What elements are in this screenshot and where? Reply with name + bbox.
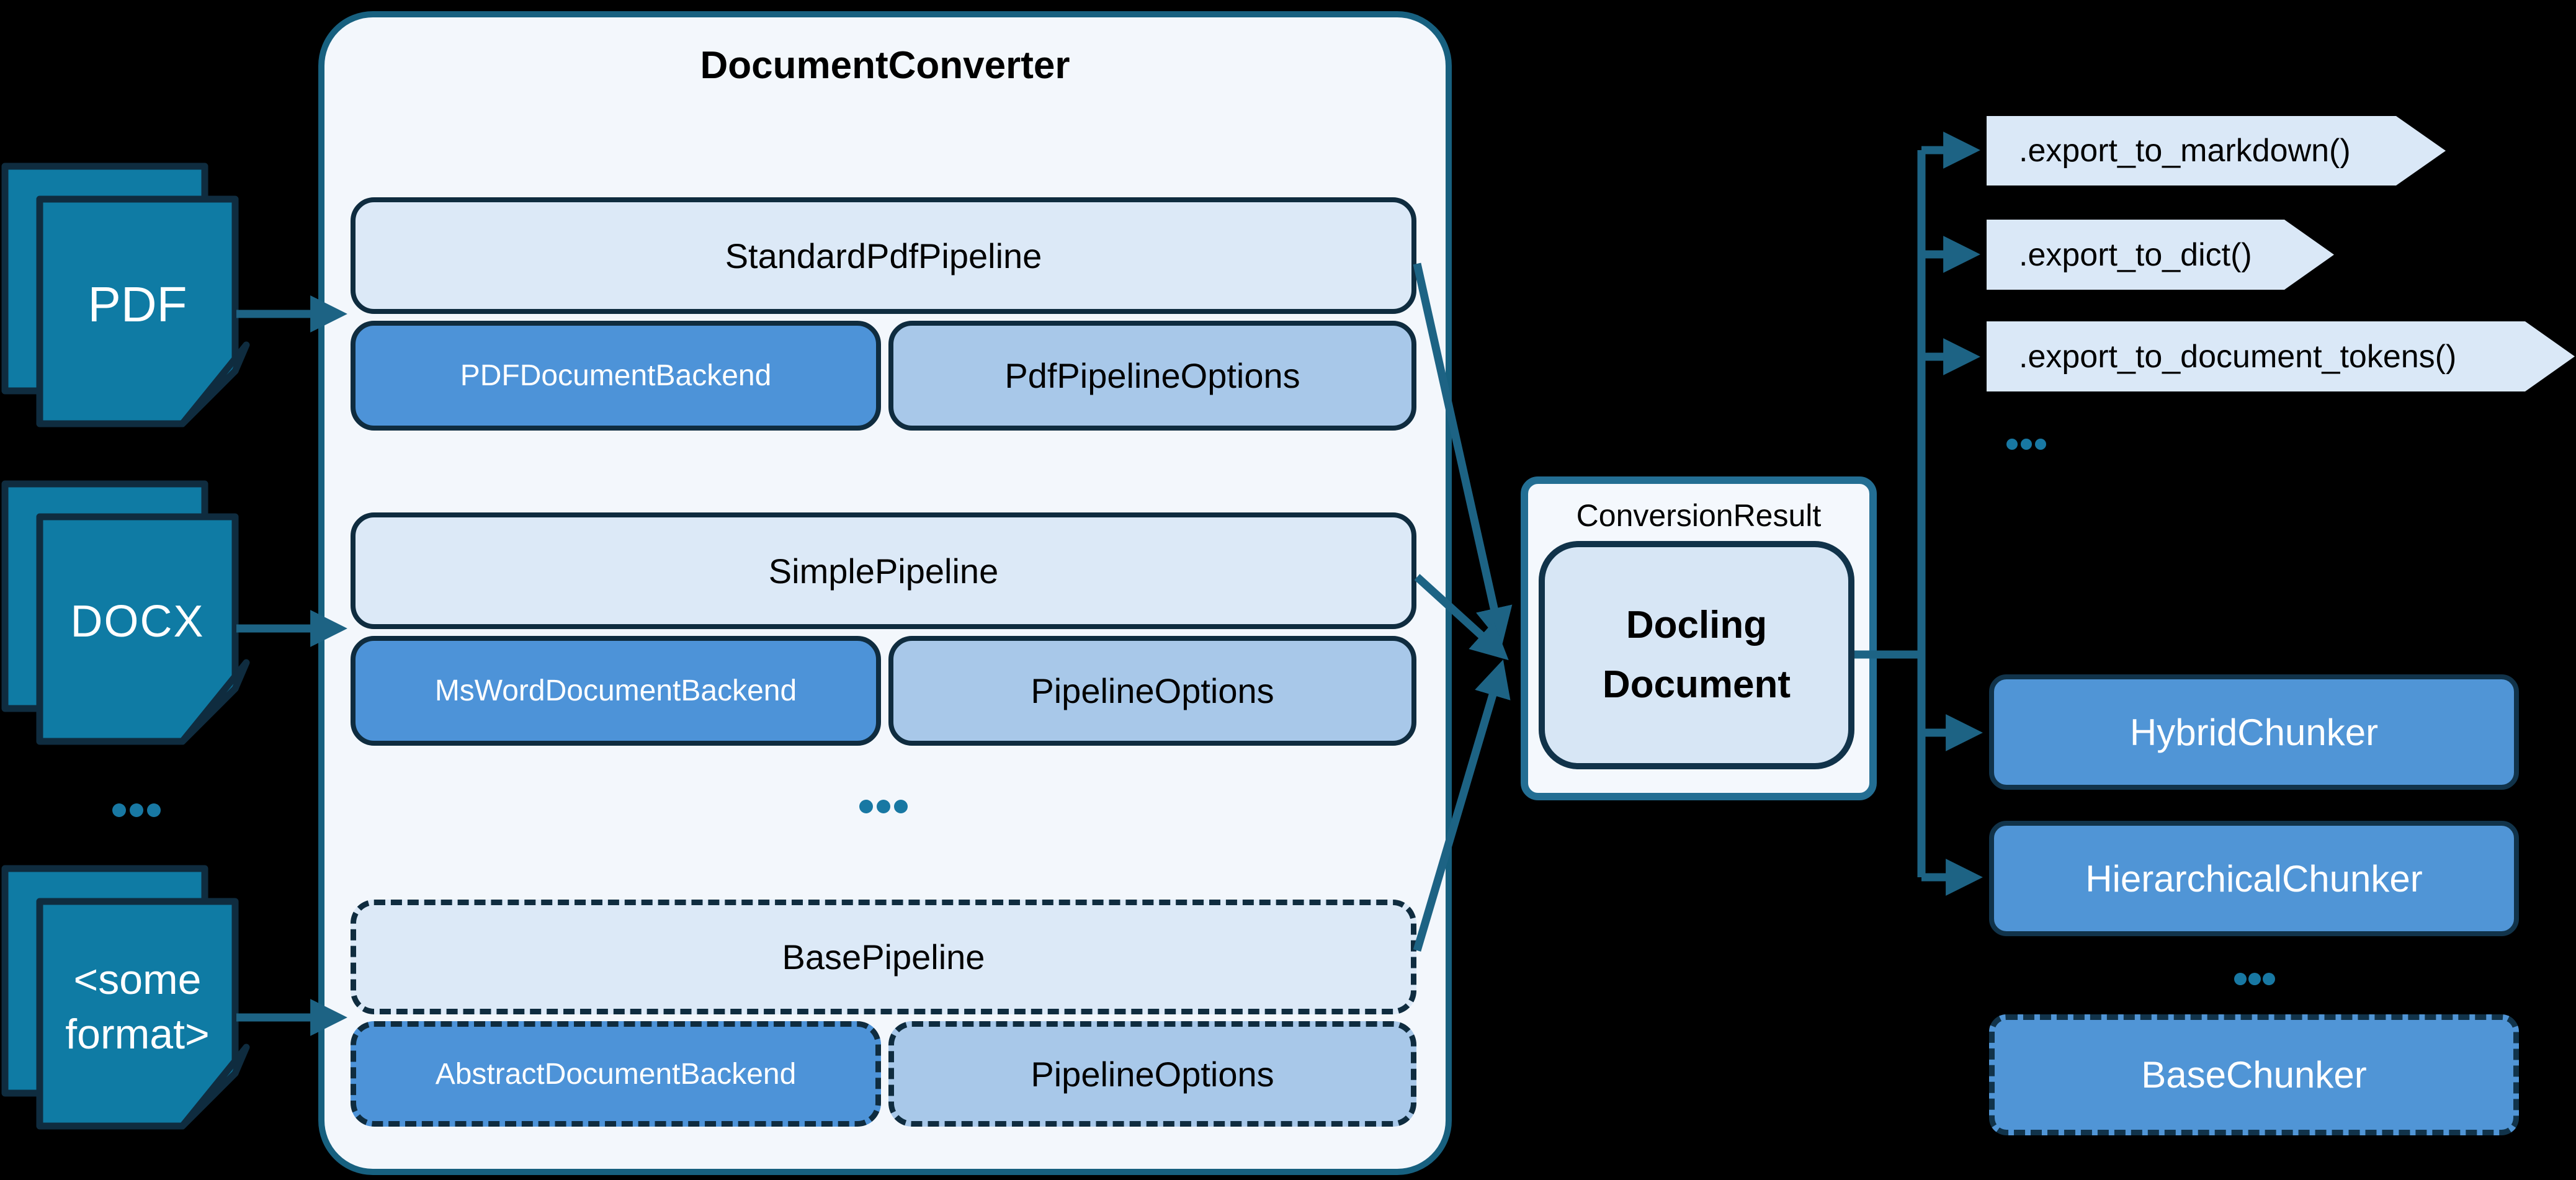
options-label: PipelineOptions bbox=[1031, 671, 1274, 710]
msword-document-backend-box: MsWordDocumentBackend bbox=[351, 636, 881, 746]
backend-label: PDFDocumentBackend bbox=[460, 359, 772, 392]
pipeline-options-box: PipelineOptions bbox=[888, 636, 1416, 746]
backend-label: AbstractDocumentBackend bbox=[435, 1057, 797, 1091]
document-converter-title: DocumentConverter bbox=[700, 44, 1070, 87]
chunker-label: BaseChunker bbox=[2141, 1054, 2367, 1096]
pipeline-options-abstract-box: PipelineOptions bbox=[888, 1021, 1416, 1127]
standard-pdf-pipeline-box: StandardPdfPipeline bbox=[351, 197, 1416, 314]
some-format-source-label: <some format> bbox=[65, 955, 210, 1058]
pdf-document-backend-box: PDFDocumentBackend bbox=[351, 321, 881, 431]
chunker-label: HybridChunker bbox=[2129, 711, 2379, 753]
export-label: .export_to_markdown() bbox=[2019, 133, 2351, 169]
export-label: .export_to_dict() bbox=[2019, 236, 2252, 273]
base-pipeline-box: BasePipeline bbox=[351, 900, 1416, 1014]
base-chunker-box: BaseChunker bbox=[1989, 1014, 2519, 1135]
pdf-pipeline-options-box: PdfPipelineOptions bbox=[888, 321, 1416, 431]
options-label: PdfPipelineOptions bbox=[1004, 356, 1300, 395]
conversion-result-label: ConversionResult bbox=[1576, 498, 1822, 533]
abstract-document-backend-box: AbstractDocumentBackend bbox=[351, 1021, 881, 1127]
docling-document-label: Docling Document bbox=[1602, 603, 1791, 706]
docx-source-label: DOCX bbox=[70, 597, 205, 647]
backend-label: MsWordDocumentBackend bbox=[434, 674, 797, 707]
chunker-label: HierarchicalChunker bbox=[2085, 857, 2423, 900]
export-to-dict-chevron: .export_to_dict() bbox=[1987, 220, 2334, 290]
exports-ellipsis-dots bbox=[2006, 439, 2046, 450]
export-to-document-tokens-chevron: .export_to_document_tokens() bbox=[1987, 321, 2575, 391]
options-label: PipelineOptions bbox=[1031, 1054, 1274, 1094]
simple-pipeline-box: SimplePipeline bbox=[351, 512, 1416, 629]
export-to-markdown-chevron: .export_to_markdown() bbox=[1987, 116, 2446, 185]
pipeline-label: StandardPdfPipeline bbox=[725, 236, 1042, 275]
pipeline-label: BasePipeline bbox=[782, 937, 985, 977]
pdf-source-label: PDF bbox=[87, 277, 187, 332]
hierarchical-chunker-box: HierarchicalChunker bbox=[1989, 821, 2519, 936]
docling-document-box: Docling Document bbox=[1539, 541, 1854, 769]
sources-ellipsis-dots bbox=[112, 803, 161, 817]
pipeline-label: SimplePipeline bbox=[768, 551, 999, 591]
chunkers-ellipsis-dots bbox=[2234, 973, 2275, 985]
export-label: .export_to_document_tokens() bbox=[2019, 338, 2457, 375]
hybrid-chunker-box: HybridChunker bbox=[1989, 674, 2519, 790]
